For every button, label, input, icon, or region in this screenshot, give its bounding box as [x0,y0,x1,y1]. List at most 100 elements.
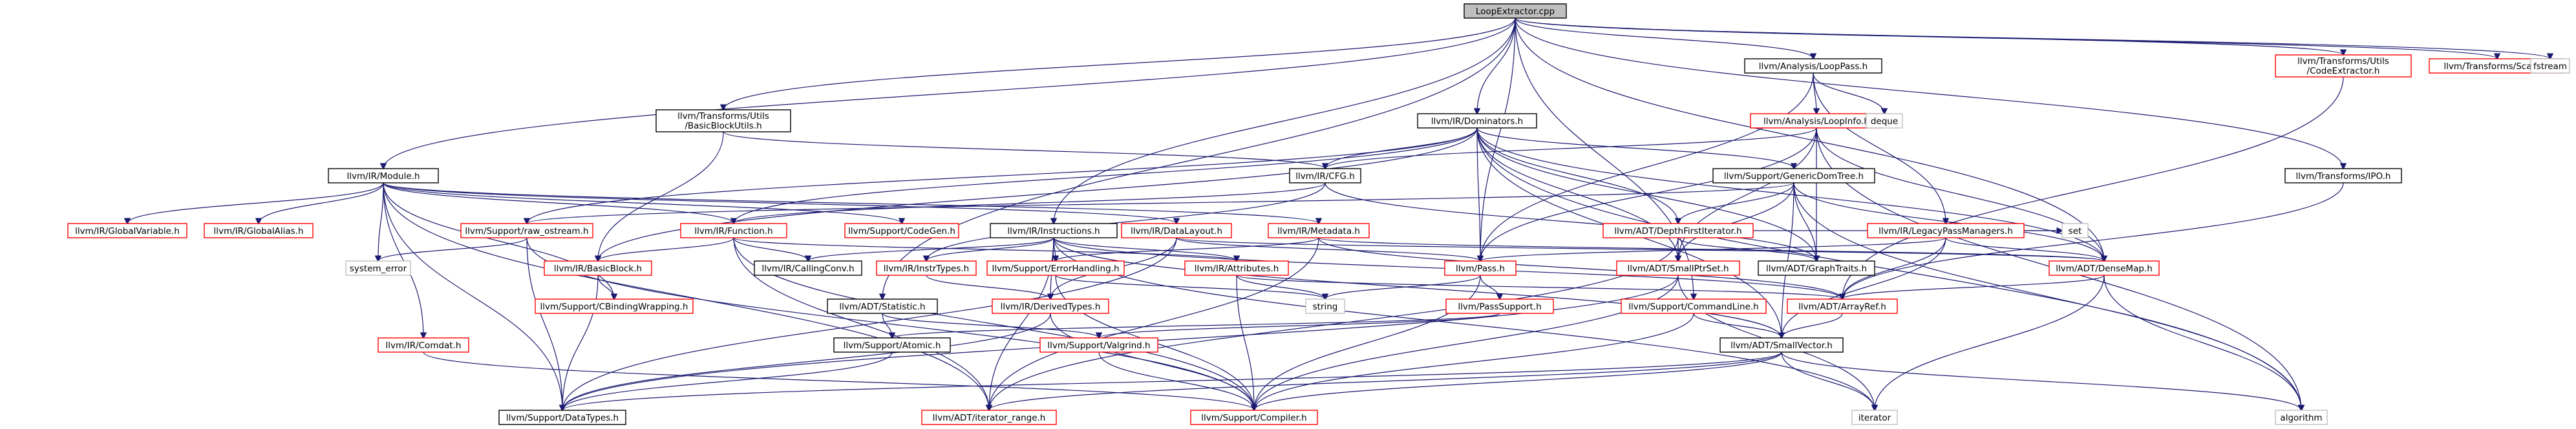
node-label: llvm/Support/ErrorHandling.h [992,264,1119,274]
node-arrayref-h[interactable]: llvm/ADT/ArrayRef.h [1787,298,1898,314]
edge-pass-support-h-to-atomic-h [892,313,1500,338]
node-statistic-h[interactable]: llvm/ADT/Statistic.h [827,298,938,314]
edge-comdat-h-to-compiler-h [423,351,1254,410]
edge-raw-ostream-h-to-datatypes-h [526,237,562,410]
edge-basicblock-h-to-datatypes-h [562,275,599,410]
edge-metadata-h-to-iterator-range-h [989,237,1319,410]
edge-loopinfo-h-to-pass-h [1480,127,1817,261]
node-ipo-h[interactable]: llvm/Transforms/IPO.h [2284,168,2402,183]
edge-cfg-h-to-instr-types-h [926,182,1326,261]
edge-loopinfo-h-to-cfg-h [1325,127,1817,169]
node-cbinding-wrapping-h[interactable]: llvm/Support/CBindingWrapping.h [535,298,694,314]
node-global-variable-h[interactable]: llvm/IR/GlobalVariable.h [67,223,187,238]
edge-legacy-pass-managers-h-to-arrayref-h [1842,237,1946,299]
node-iterator-range-h[interactable]: llvm/ADT/iterator_range.h [921,410,1057,425]
node-label: llvm/IR/DataLayout.h [1131,226,1222,236]
node-error-handling-h[interactable]: llvm/Support/ErrorHandling.h [986,260,1125,276]
node-depth-first-iterator-h[interactable]: llvm/ADT/DepthFirstIterator.h [1602,223,1754,238]
edge-dominators-h-to-pass-h [1476,127,1480,261]
node-label: llvm/Support/CodeGen.h [848,226,955,236]
edge-depth-first-iterator-h-to-graph-traits-h [1677,237,1816,261]
node-label: llvm/IR/GlobalVariable.h [75,226,180,236]
edge-metadata-h-to-arrayref-h [1318,237,1842,299]
node-label: /CodeExtractor.h [2307,66,2380,76]
node-command-line-h[interactable]: llvm/Support/CommandLine.h [1621,298,1767,314]
node-label: llvm/Support/Compiler.h [1201,413,1306,423]
node-label: set [2069,226,2082,236]
node-label: llvm/IR/Attributes.h [1195,264,1279,274]
edge-pass-h-to-compiler-h [1254,275,1481,410]
edge-function-h-to-iterator-range-h [733,237,989,410]
node-algorithm: algorithm [2275,410,2328,425]
include-nodes: LoopExtractor.cppllvm/Analysis/LoopPass.… [67,3,2570,425]
node-box [876,260,977,276]
node-comdat-h[interactable]: llvm/IR/Comdat.h [378,337,469,353]
node-graph-traits-h[interactable]: llvm/ADT/GraphTraits.h [1758,260,1875,276]
node-global-alias-h[interactable]: llvm/IR/GlobalAlias.h [204,223,314,238]
node-raw-ostream-h[interactable]: llvm/Support/raw_ostream.h [460,223,593,238]
node-basicblock-h[interactable]: llvm/IR/BasicBlock.h [544,260,652,276]
node-smallvector-h[interactable]: llvm/ADT/SmallVector.h [1719,337,1844,353]
node-generic-domtree-h[interactable]: llvm/Support/GenericDomTree.h [1712,168,1875,183]
edge-attributes-h-to-string [1236,275,1325,299]
node-box [921,410,1057,425]
edge-dominators-h-to-cfg-h [1325,127,1478,169]
node-codegen-h[interactable]: llvm/Support/CodeGen.h [844,223,959,238]
node-function-h[interactable]: llvm/IR/Function.h [680,223,787,238]
node-smallptrset-h[interactable]: llvm/ADT/SmallPtrSet.h [1616,260,1740,276]
node-label: llvm/IR/BasicBlock.h [554,264,642,274]
node-label: llvm/Support/CBindingWrapping.h [540,302,688,312]
node-label: deque [1871,116,1898,127]
node-box [1602,223,1754,238]
node-box [1289,168,1361,183]
node-iterator: iterator [1851,410,1898,425]
node-label: iterator [1858,413,1891,423]
node-cfg-h[interactable]: llvm/IR/CFG.h [1289,168,1361,183]
node-atomic-h[interactable]: llvm/Support/Atomic.h [833,337,951,353]
node-valgrind-h[interactable]: llvm/Support/Valgrind.h [1039,337,1158,353]
edge-command-line-h-to-compiler-h [1254,313,1694,410]
edge-module-h-to-cbinding-wrapping-h [383,182,614,299]
edge-raw-ostream-h-to-system-error [378,237,527,261]
node-loop-pass-h[interactable]: llvm/Analysis/LoopPass.h [1744,58,1882,74]
node-module-h[interactable]: llvm/IR/Module.h [328,168,439,183]
edge-root-to-loop-pass-h [1515,17,1813,59]
node-pass-support-h[interactable]: llvm/PassSupport.h [1445,298,1554,314]
node-code-extractor-h[interactable]: llvm/Transforms/Utils/CodeExtractor.h [2275,54,2412,78]
node-legacy-pass-managers-h[interactable]: llvm/IR/LegacyPassManagers.h [1867,223,2025,238]
node-attributes-h[interactable]: llvm/IR/Attributes.h [1184,260,1289,276]
node-datatypes-h[interactable]: llvm/Support/DataTypes.h [498,410,626,425]
edge-module-h-to-codegen-h [383,182,902,224]
node-set: set [2061,223,2089,238]
edge-root-to-densemap-h [1515,17,2104,261]
node-label: llvm/Transforms/Scalar.h [2443,61,2550,72]
node-derived-types-h[interactable]: llvm/IR/DerivedTypes.h [992,298,1109,314]
node-dominators-h[interactable]: llvm/IR/Dominators.h [1417,113,1537,129]
node-box [754,260,862,276]
node-pass-h[interactable]: llvm/Pass.h [1444,260,1517,276]
edge-arrayref-h-to-smallvector-h [1782,313,1843,338]
edge-function-h-to-basicblock-h [598,237,734,261]
node-datalayout-h[interactable]: llvm/IR/DataLayout.h [1121,223,1232,238]
edge-pass-h-to-pass-support-h [1480,275,1500,299]
node-loopinfo-h[interactable]: llvm/Analysis/LoopInfo.h [1750,113,1883,129]
edge-derived-types-h-to-datatypes-h [562,313,1051,410]
edge-loop-pass-h-to-deque [1813,72,1884,114]
node-calling-conv-h[interactable]: llvm/IR/CallingConv.h [754,260,862,276]
node-label: llvm/IR/Function.h [694,226,772,236]
edge-generic-domtree-h-to-algorithm [1793,182,2301,410]
edge-generic-domtree-h-to-densemap-h [1793,182,2104,261]
node-instr-types-h[interactable]: llvm/IR/InstrTypes.h [876,260,977,276]
node-label: /BasicBlockUtils.h [685,121,761,131]
node-box [1744,58,1882,74]
node-label: llvm/IR/Metadata.h [1277,226,1360,236]
edge-attributes-h-to-compiler-h [1236,275,1254,410]
node-instructions-h[interactable]: llvm/IR/Instructions.h [990,223,1118,238]
edge-instructions-h-to-attributes-h [1053,237,1237,261]
node-compiler-h[interactable]: llvm/Support/Compiler.h [1190,410,1318,425]
node-basicblockutils-h[interactable]: llvm/Transforms/Utils/BasicBlockUtils.h [655,109,791,132]
node-metadata-h[interactable]: llvm/IR/Metadata.h [1268,223,1370,238]
edge-statistic-h-to-valgrind-h [882,313,1099,338]
node-densemap-h[interactable]: llvm/ADT/DenseMap.h [2049,260,2160,276]
edge-instr-types-h-to-derived-types-h [926,275,1050,299]
